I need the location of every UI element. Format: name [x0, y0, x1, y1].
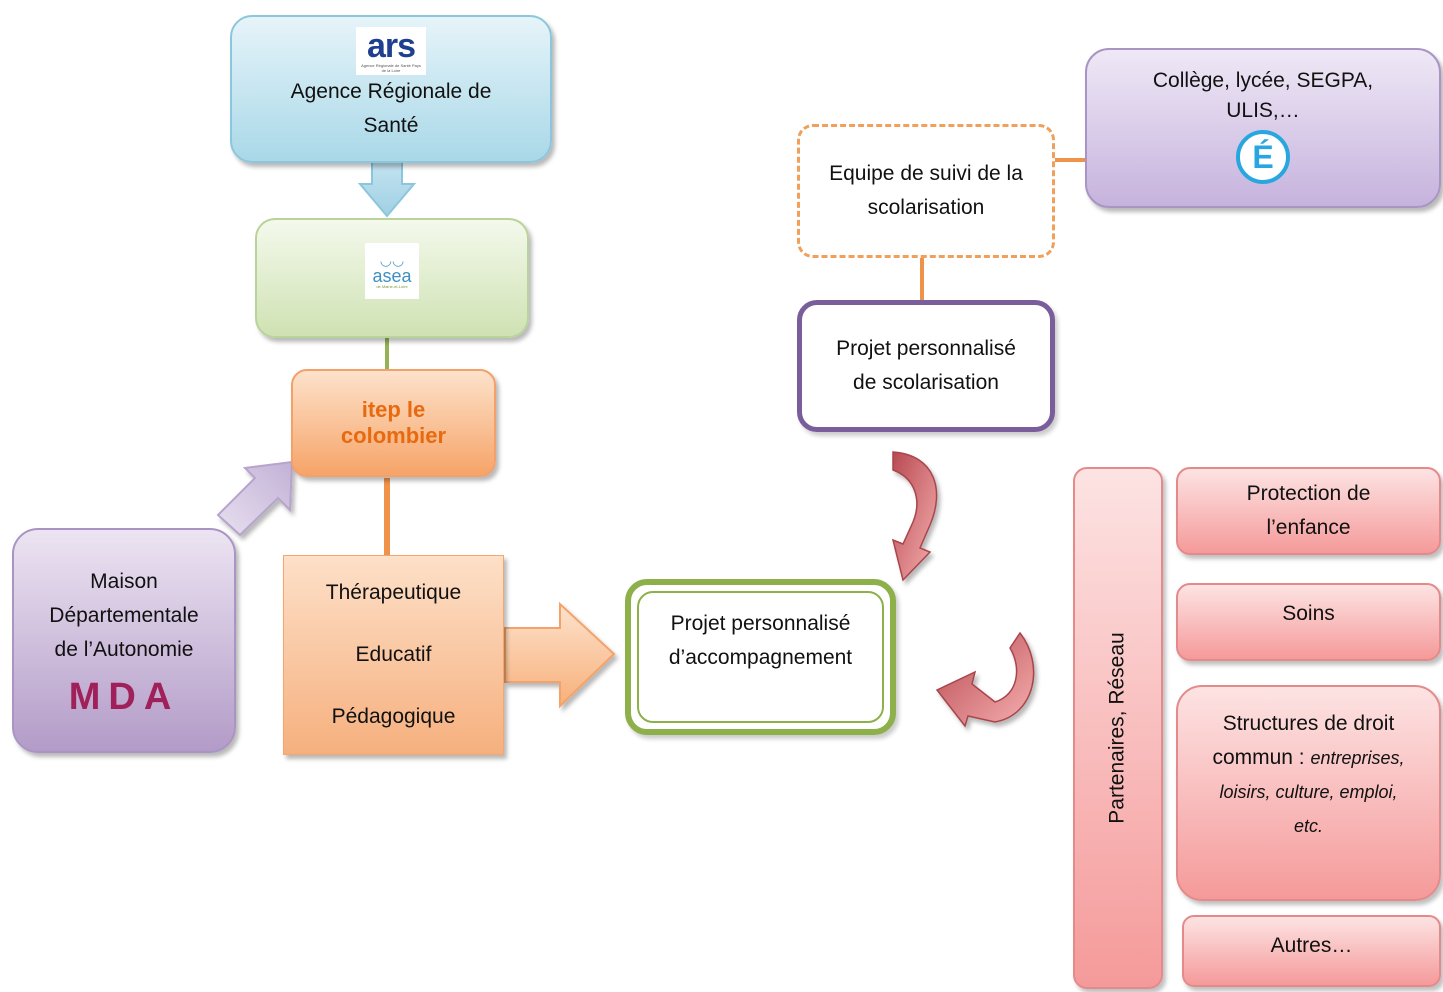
- service-pedagogique: Pédagogique: [331, 705, 456, 728]
- education-logo-icon: É: [1236, 130, 1290, 184]
- asea-box: ◡◡ asea de Maine-et-Loire: [255, 218, 529, 338]
- mda-logo: MDA: [68, 675, 180, 718]
- mda-line1: Maison: [90, 569, 158, 593]
- mda-line2: Départementale: [49, 603, 199, 627]
- pps-line1: Projet personnalisé: [836, 337, 1016, 360]
- partenaires-label: Partenaires, Réseau: [1106, 632, 1130, 824]
- autres-box: Autres…: [1182, 915, 1441, 987]
- protection-line2: l’enfance: [1266, 516, 1351, 539]
- structures-line2-italic: entreprises,: [1310, 748, 1405, 768]
- pps-box: Projet personnalisé de scolarisation: [797, 300, 1055, 432]
- ars-label-line1: Agence Régionale de: [290, 80, 492, 103]
- ars-label-line2: Santé: [363, 114, 419, 137]
- diagonal-arrow-mda-itep: [216, 460, 294, 537]
- soins-box: Soins: [1176, 583, 1441, 661]
- pps-line2: de scolarisation: [853, 371, 999, 394]
- service-therapeutique: Thérapeutique: [325, 581, 462, 604]
- ars-logo: ars Agence Régionale de Santé Pays de la…: [356, 27, 426, 75]
- asea-logo-icon: ◡◡: [379, 252, 405, 268]
- college-line1: Collège, lycée, SEGPA,: [1152, 69, 1374, 92]
- structures-box: Structures de droit commun : entreprises…: [1176, 685, 1441, 901]
- asea-logo-text: asea: [372, 266, 412, 286]
- structures-line1: Structures de droit: [1222, 712, 1395, 735]
- itep-line1: itep le: [361, 397, 426, 422]
- ppa-line2: d’accompagnement: [668, 646, 853, 669]
- ars-logo-text: ars: [366, 27, 416, 65]
- partenaires-bar: Partenaires, Réseau: [1073, 467, 1163, 989]
- ars-box: ars Agence Régionale de Santé Pays de la…: [230, 15, 552, 163]
- mda-line3: de l’Autonomie: [54, 637, 194, 661]
- itep-box: itep le colombier: [291, 369, 496, 477]
- service-educatif: Educatif: [355, 643, 432, 666]
- protection-box: Protection de l’enfance: [1176, 467, 1441, 555]
- itep-line2: colombier: [340, 423, 447, 448]
- ppa-inner-border: [637, 591, 884, 723]
- college-line2: ULIS,…: [1226, 99, 1300, 122]
- soins-label: Soins: [1282, 602, 1335, 625]
- ppa-box: Projet personnalisé d’accompagnement: [625, 579, 896, 735]
- mda-box: Maison Départementale de l’Autonomie MDA: [12, 528, 236, 753]
- ppa-line1: Projet personnalisé: [670, 612, 851, 635]
- structures-line2: commun : entreprises,: [1212, 741, 1404, 775]
- curved-arrow-pps-ppa: [891, 451, 938, 582]
- structures-line4: etc.: [1293, 816, 1323, 836]
- equipe-line1: Equipe de suivi de la: [829, 162, 1023, 185]
- protection-line1: Protection de: [1246, 482, 1371, 505]
- asea-logo: ◡◡ asea de Maine-et-Loire: [365, 243, 419, 299]
- structures-line3: loisirs, culture, emploi,: [1219, 782, 1398, 802]
- equipe-line2: scolarisation: [867, 196, 985, 219]
- ars-logo-subtitle: Agence Régionale de Santé Pays de la Loi…: [361, 63, 421, 73]
- autres-label: Autres…: [1270, 934, 1353, 957]
- right-arrow-services-ppa: [504, 601, 616, 709]
- college-box: Collège, lycée, SEGPA, ULIS,… É: [1085, 48, 1441, 208]
- asea-logo-subtitle: de Maine-et-Loire: [376, 284, 408, 289]
- curved-arrow-partners-ppa: [935, 631, 1035, 728]
- equipe-box: Equipe de suivi de la scolarisation: [797, 124, 1055, 258]
- services-box: Thérapeutique Educatif Pédagogique: [283, 555, 504, 755]
- structures-line2-plain: commun :: [1212, 746, 1311, 769]
